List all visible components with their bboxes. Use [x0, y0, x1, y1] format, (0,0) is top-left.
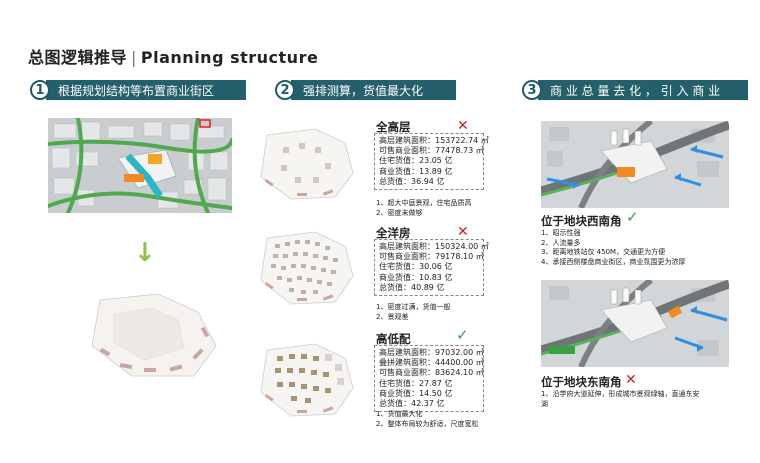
stat-line: 商业货值：14.50 亿 [379, 388, 453, 398]
note-line: 1、密度过满，货值一般 [376, 303, 451, 311]
option-2-stats: 高层建筑面积：150324.00 ㎡ 可售商业面积：79178.10 ㎡ 住宅货… [374, 239, 489, 297]
note-line: 2、密度未做够 [376, 208, 423, 217]
step-1-header: 1 根据规划结构等布置商业街区 [30, 79, 246, 101]
title-separator: | [131, 48, 137, 67]
stat-line: 总货值：36.94 亿 [379, 176, 445, 186]
note-line: 3、距离地铁站仅 450M，交通更为方便 [541, 248, 666, 256]
stat-line: 住宅货值：27.87 亿 [379, 378, 453, 388]
location-2-cross-icon: ✕ [625, 372, 637, 388]
note-line: 4、承接西侧楼盘商业街区，商业氛围更为浓厚 [541, 257, 686, 266]
option-1-stats: 高层建筑面积：153722.74 ㎡ 可售商业面积：77478.73 ㎡ 住宅货… [374, 133, 489, 191]
stat-line: 高层建筑面积：150324.00 ㎡ [379, 242, 489, 251]
location-2-notes: 1、沿学府大道延伸，形成城市景观绿轴，直通东安 湖 [541, 390, 699, 409]
location-1-notes: 1、昭示性强 2、人流量多 3、距离地铁站仅 450M，交通更为方便 4、承接西… [541, 229, 685, 267]
step-3-number: 3 [522, 80, 542, 100]
stat-line: 商业货值：13.89 亿 [379, 166, 453, 176]
step-3-header: 3 商 业 总 量 去 化 ， 引 入 商 业 [522, 79, 748, 101]
location-1-check-icon: ✓ [626, 208, 639, 226]
step-2-number: 2 [275, 80, 295, 100]
step-1-number: 1 [30, 80, 50, 100]
option-2-notes: 1、密度过满，货值一般 2、景观差 [376, 303, 450, 322]
location-1-title: 位于地块西南角 [541, 214, 622, 228]
stat-line: 总货值：42.37 亿 [379, 399, 445, 409]
stat-line: 住宅货值：23.05 亿 [379, 156, 453, 166]
option-all-villa-diagram [260, 231, 354, 305]
location-southeast-map [541, 280, 729, 367]
page-title: 总图逻辑推导|Planning structure [28, 44, 318, 68]
step-1-label: 根据规划结构等布置商业街区 [46, 80, 246, 100]
arrow-down-icon: ↓ [134, 238, 156, 268]
option-2-title: 全洋房 [376, 226, 411, 240]
stat-line: 商业货值：10.83 亿 [379, 272, 453, 282]
location-2-title: 位于地块东南角 [541, 375, 622, 389]
stat-line: 可售商业面积：83624.10 ㎡ [379, 368, 484, 378]
note-line: 2、景观差 [376, 312, 409, 321]
stat-line: 高层建筑面积：97032.00 ㎡ [379, 348, 484, 357]
option-2-cross-icon: ✕ [457, 224, 469, 240]
note-line: 湖 [541, 399, 548, 408]
note-line: 1、超大中庭景观，住宅品质高 [376, 199, 472, 207]
step-2-label: 强排测算，货值最大化 [291, 80, 456, 100]
simplified-site-diagram [91, 293, 217, 377]
stat-line: 可售商业面积：77478.73 ㎡ [379, 146, 484, 156]
option-3-notes: 1、货值最大化 2、整体布局较为舒适，尺度宽松 [376, 410, 478, 429]
note-line: 2、整体布局较为舒适，尺度宽松 [376, 419, 479, 428]
option-1-title: 全高层 [376, 120, 411, 134]
note-line: 2、人流量多 [541, 238, 581, 247]
option-1-cross-icon: ✕ [457, 118, 469, 134]
title-cn: 总图逻辑推导 [28, 48, 128, 67]
title-en: Planning structure [140, 48, 319, 67]
note-line: 1、昭示性强 [541, 229, 581, 237]
option-3-check-icon: ✓ [456, 326, 469, 344]
step-3-label: 商 业 总 量 去 化 ， 引 入 商 业 [538, 80, 748, 100]
option-3-stats: 高层建筑面积：97032.00 ㎡ 叠拼建筑面积：44400.00 ㎡ 可售商业… [374, 345, 484, 413]
note-line: 1、货值最大化 [376, 410, 423, 418]
option-3-title: 高低配 [376, 332, 411, 346]
option-high-low-mix-diagram [260, 343, 354, 417]
location-southwest-map [541, 121, 729, 208]
stat-line: 高层建筑面积：153722.74 ㎡ [379, 136, 489, 145]
note-line: 1、沿学府大道延伸，形成城市景观绿轴，直通东安 [541, 390, 700, 398]
option-1-notes: 1、超大中庭景观，住宅品质高 2、密度未做够 [376, 199, 471, 218]
stat-line: 可售商业面积：79178.10 ㎡ [379, 252, 484, 262]
option-all-highrise-diagram [260, 128, 354, 200]
site-context-map [48, 118, 232, 213]
step-2-header: 2 强排测算，货值最大化 [275, 79, 456, 101]
stat-line: 叠拼建筑面积：44400.00 ㎡ [379, 358, 484, 368]
stat-line: 住宅货值：30.06 亿 [379, 262, 453, 272]
stat-line: 总货值：40.89 亿 [379, 282, 445, 292]
